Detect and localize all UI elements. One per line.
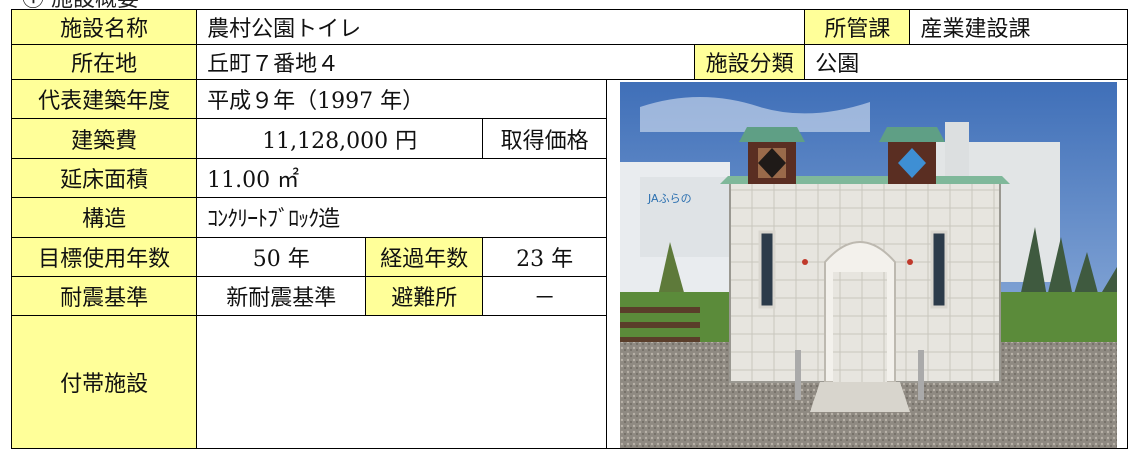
label-target-years: 目標使用年数 [10,236,198,277]
row-build-year: 代表建築年度 平成９年（1997 年） [10,78,1128,449]
label-seismic: 耐震基準 [10,275,198,317]
value-floor-area: 11.00 ㎡ [196,157,607,199]
label-acquisition-price: 取得価格 [482,118,607,159]
value-seismic: 新耐震基準 [196,275,367,317]
value-structure: ｺﾝｸﾘｰﾄﾌﾞﾛｯｸ造 [196,197,607,238]
facility-photo-cell: JAふらの [605,79,1128,449]
label-elapsed-years: 経過年数 [365,236,484,277]
value-category: 公園 [804,44,1128,80]
value-target-years: 50 年 [196,236,367,277]
facility-overview-table: 施設名称 農村公園トイレ 所管課 産業建設課 所在地 丘町７番地４ 施設分類 公… [10,9,1128,449]
toilet-building [719,176,1010,412]
left-cupola [738,127,805,184]
label-department: 所管課 [804,9,911,45]
label-facility-name: 施設名称 [10,9,198,45]
label-structure: 構造 [10,197,198,238]
value-attached [196,315,607,449]
label-attached: 付帯施設 [10,315,198,449]
value-shelter: － [482,275,607,317]
label-location: 所在地 [10,44,198,80]
value-location: 丘町７番地４ [196,44,695,80]
section-title: ① 施設概要 [22,0,139,12]
label-build-year: 代表建築年度 [10,78,198,120]
row-seismic: 耐震基準 新耐震基準 避難所 － [10,275,1128,317]
building-sign: JAふらの [647,192,692,205]
label-shelter: 避難所 [365,275,484,317]
row-build-cost: 建築費 11,128,000 円 取得価格 [10,118,1128,159]
row-attached: 付帯施設 [10,315,1128,449]
label-floor-area: 延床面積 [10,157,198,199]
row-floor-area: 延床面積 11.00 ㎡ [10,157,1128,199]
row-facility-name: 施設名称 農村公園トイレ 所管課 産業建設課 [10,9,1128,45]
label-category: 施設分類 [693,44,806,80]
value-elapsed-years: 23 年 [482,236,607,277]
right-cupola [878,127,945,184]
value-facility-name: 農村公園トイレ [196,9,806,45]
facility-photo: JAふらの [619,82,1117,448]
label-build-cost: 建築費 [10,118,198,159]
value-build-cost: 11,128,000 円 [196,118,484,159]
row-location: 所在地 丘町７番地４ 施設分類 公園 [10,44,1128,80]
row-structure: 構造 ｺﾝｸﾘｰﾄﾌﾞﾛｯｸ造 [10,197,1128,238]
value-build-year: 平成９年（1997 年） [196,78,607,120]
value-department: 産業建設課 [909,9,1128,45]
